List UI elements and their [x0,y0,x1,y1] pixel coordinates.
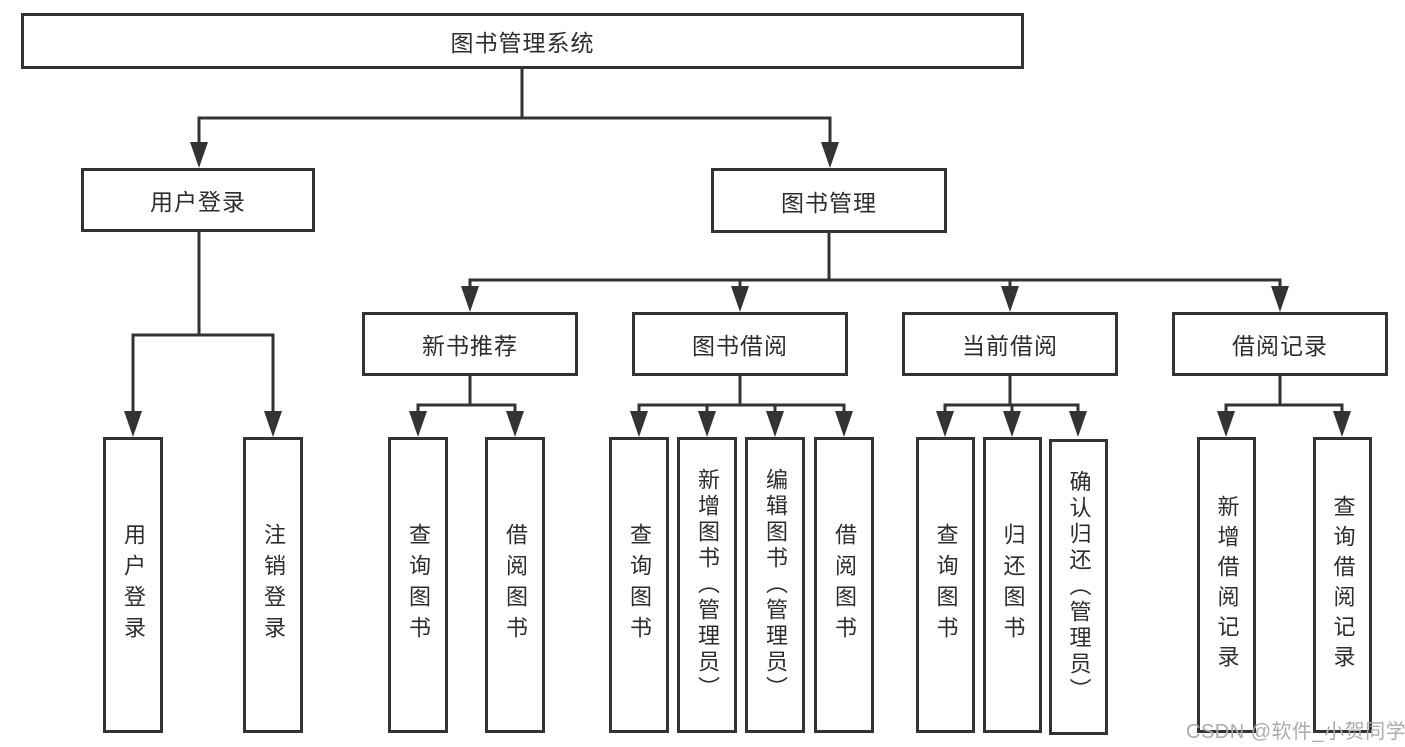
leaf-logout: 注销登录 [243,437,303,733]
leaf-current-query-books: 查询图书 [916,437,975,733]
node-label: 借阅图书 [503,523,528,647]
leaf-borrowing-borrow-books: 借阅图书 [814,437,874,733]
arrowhead-icons [124,142,1351,437]
node-book-management-branch: 图书管理 [711,168,947,233]
leaf-add-book-admin: 新增图书（管理员） [677,437,737,733]
node-label: 图书管理系统 [450,30,595,56]
node-label: 注销登录 [261,523,286,647]
node-label: 查询图书 [627,523,652,647]
node-label: 新增图书（管理员） [695,468,720,702]
node-new-book-recommendation: 新书推荐 [362,312,578,376]
leaf-confirm-return-admin: 确认归还（管理员） [1049,439,1108,735]
leaf-user-login: 用户登录 [103,437,163,733]
node-label: 借阅记录 [1232,333,1328,359]
leaf-edit-book-admin: 编辑图书（管理员） [745,437,805,733]
node-label: 借阅图书 [832,523,857,647]
node-label: 用户登录 [121,523,146,647]
leaf-borrowing-query-books: 查询图书 [609,437,669,733]
csdn-watermark: CSDN @软件_小贺同学 [1186,721,1405,743]
node-label: 查询图书 [406,523,431,647]
node-library-management-system: 图书管理系统 [21,13,1024,69]
node-label: 图书借阅 [692,333,788,359]
node-label: 当前借阅 [962,333,1058,359]
leaf-recommend-query-books: 查询图书 [388,437,448,733]
node-label: 查询借阅记录 [1330,495,1356,675]
node-book-borrowing: 图书借阅 [632,312,848,376]
node-label: 图书管理 [781,189,877,216]
node-borrowing-records: 借阅记录 [1172,312,1388,376]
node-current-borrowing: 当前借阅 [902,312,1118,376]
leaf-return-book: 归还图书 [983,437,1042,733]
leaf-recommend-borrow-books: 借阅图书 [485,437,545,733]
node-label: 新书推荐 [422,333,518,359]
leaf-add-borrow-record: 新增借阅记录 [1197,437,1256,733]
node-label: 确认归还（管理员） [1066,470,1092,704]
node-label: 用户登录 [150,189,246,215]
node-label: 新增借阅记录 [1214,495,1240,675]
node-label: 归还图书 [1000,523,1026,647]
leaf-query-borrow-record: 查询借阅记录 [1313,437,1372,733]
node-user-login-branch: 用户登录 [81,168,315,232]
node-label: 查询图书 [933,523,959,647]
node-label: 编辑图书（管理员） [763,468,788,702]
